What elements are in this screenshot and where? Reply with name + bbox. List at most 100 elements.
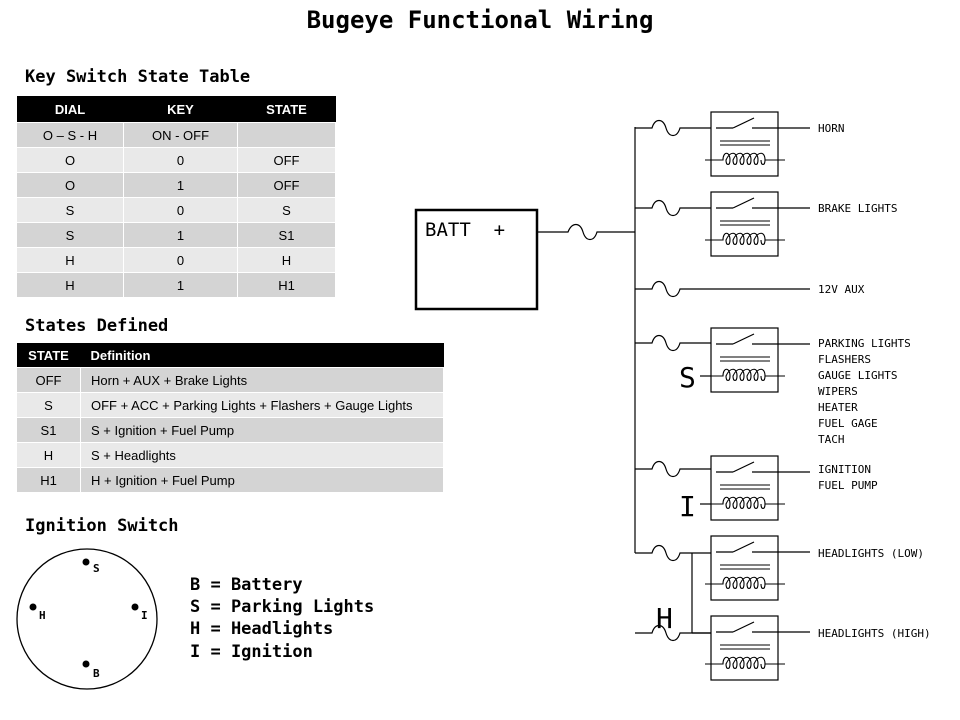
- circuit-label: HEADLIGHTS (LOW): [818, 547, 924, 560]
- circuit-label: FLASHERS: [818, 353, 871, 366]
- page-title: Bugeye Functional Wiring: [306, 6, 654, 34]
- cell: H: [16, 442, 81, 468]
- circuit-label: BRAKE LIGHTS: [818, 202, 897, 215]
- cell: OFF + ACC + Parking Lights + Flashers + …: [80, 392, 444, 418]
- terminal-dot: [29, 603, 37, 611]
- cell: H + Ignition + Fuel Pump: [80, 467, 444, 493]
- cell: Horn + AUX + Brake Lights: [80, 367, 444, 393]
- cell: 0: [123, 247, 238, 273]
- terminal-dot: [82, 558, 90, 566]
- terminal-dot: [131, 603, 139, 611]
- battery-label: BATT +: [425, 219, 505, 241]
- relay-box: [710, 327, 779, 393]
- table-header-row: DIAL KEY STATE: [16, 96, 336, 123]
- cell: O: [16, 172, 124, 198]
- branch-fuse: [635, 199, 711, 217]
- legend-headlights: H = Headlights: [190, 619, 334, 639]
- relay-coil: [705, 368, 785, 382]
- branch-fuse: [635, 460, 711, 478]
- column-header-state: STATE: [16, 343, 81, 368]
- cell: S1: [16, 417, 81, 443]
- relay-coil: [705, 576, 785, 590]
- cell: 1: [123, 222, 238, 248]
- column-header-definition: Definition: [80, 343, 444, 368]
- relay-box: [710, 615, 779, 681]
- terminal-label-i: I: [141, 609, 148, 622]
- circuit-label: GAUGE LIGHTS: [818, 369, 897, 382]
- cell: 0: [123, 147, 238, 173]
- cell: H: [237, 247, 336, 273]
- relay-box: [710, 455, 779, 521]
- branch-fuse: [635, 334, 711, 352]
- table-header-row: STATE Definition: [16, 343, 444, 368]
- legend-battery: B = Battery: [190, 575, 303, 595]
- cell: S: [16, 392, 81, 418]
- circuit-label: IGNITION: [818, 463, 871, 476]
- terminal-label-b: B: [93, 667, 100, 680]
- relay-coil: [705, 232, 785, 246]
- column-header-key: KEY: [123, 96, 238, 123]
- control-label-i: I: [679, 490, 696, 523]
- legend-parking-lights: S = Parking Lights: [190, 597, 375, 617]
- cell: O – S - H: [16, 122, 124, 148]
- ignition-switch-heading: Ignition Switch: [25, 516, 179, 536]
- relay-switch-arm: [732, 461, 755, 473]
- ignition-switch-dial: S H I B: [16, 548, 158, 690]
- relay-switch-arm: [732, 541, 755, 553]
- control-label-h: H: [656, 602, 673, 635]
- circuit-label: FUEL PUMP: [818, 479, 878, 492]
- cell: 0: [123, 197, 238, 223]
- battery-fuse: [537, 223, 635, 241]
- cell: S + Headlights: [80, 442, 444, 468]
- circuit-group: HORN BRAKE LIGHTS 12V AUX PARKING LIGHTS FLA…: [635, 111, 931, 681]
- legend-ignition: I = Ignition: [190, 642, 313, 662]
- cell: H: [16, 272, 124, 298]
- cell: S1: [237, 222, 336, 248]
- column-header-dial: DIAL: [16, 96, 124, 123]
- relay-coil: [705, 152, 785, 166]
- relay-box: [710, 535, 779, 601]
- relay-coil: [705, 656, 785, 670]
- relay-box: [710, 111, 779, 177]
- relay-switch-arm: [732, 197, 755, 209]
- control-label-s: S: [679, 361, 696, 394]
- branch-fuse: [635, 624, 711, 642]
- cell: O: [16, 147, 124, 173]
- battery-box: [414, 208, 539, 311]
- relay-switch-arm: [732, 621, 755, 633]
- cell: H1: [16, 467, 81, 493]
- key-table-heading: Key Switch State Table: [25, 67, 251, 87]
- circuit-label: TACH: [818, 433, 845, 446]
- circuit-label: FUEL GAGE: [818, 417, 878, 430]
- branch-fuse: [635, 119, 711, 137]
- relay-box: [710, 191, 779, 257]
- states-table-heading: States Defined: [25, 316, 169, 336]
- cell: 1: [123, 272, 238, 298]
- circuit-label: PARKING LIGHTS: [818, 337, 911, 350]
- cell: OFF: [16, 367, 81, 393]
- relay-coil: [705, 496, 785, 510]
- circuit-label: 12V AUX: [818, 283, 865, 296]
- cell: H1: [237, 272, 336, 298]
- terminal-dot: [82, 660, 90, 668]
- circuit-label: HORN: [818, 122, 845, 135]
- cell: S: [16, 197, 124, 223]
- cell: OFF: [237, 147, 336, 173]
- circuit-label: HEATER: [818, 401, 858, 414]
- control-label-group: S I H: [656, 361, 696, 635]
- circuit-label: WIPERS: [818, 385, 858, 398]
- cell: 1: [123, 172, 238, 198]
- relay-switch-arm: [732, 117, 755, 129]
- cell: [237, 122, 336, 148]
